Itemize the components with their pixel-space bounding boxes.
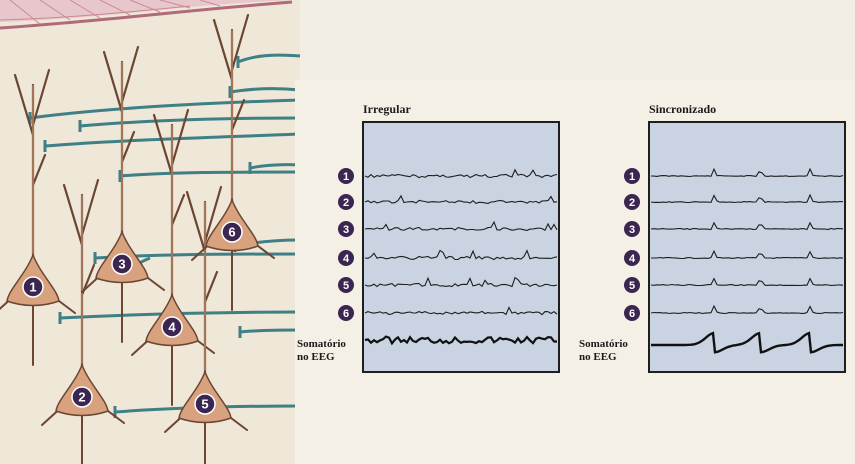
axon-fiber	[237, 53, 301, 64]
neuron-number-badge	[111, 253, 133, 275]
eeg-trace-irregular	[364, 249, 558, 261]
neuron-number: 3	[118, 257, 125, 272]
eeg-trace-synchronized	[650, 221, 844, 231]
pyramidal-neuron: 3	[81, 45, 165, 343]
trace-number-badge	[338, 250, 354, 266]
right-summary-label-line2: no EEG	[579, 351, 617, 363]
trace-number: 3	[343, 224, 349, 236]
neuron-number: 4	[168, 320, 176, 335]
eeg-sum-trace-synchronized	[651, 331, 843, 354]
eeg-trace-irregular	[364, 194, 558, 205]
pyramidal-neuron: 1	[0, 68, 76, 366]
trace-number: 2	[629, 197, 635, 209]
left-panel-trace-numbers: 1 2 3 4 5 6	[338, 168, 354, 321]
trace-number-badge	[338, 168, 354, 184]
left-panel-frame	[362, 121, 560, 373]
eeg-sum-trace-irregular	[364, 335, 558, 346]
pyramidal-neuron: 4	[131, 108, 215, 406]
neuron-number-badge	[71, 386, 93, 408]
trace-number-badge	[624, 305, 640, 321]
eeg-trace-irregular	[364, 276, 558, 288]
eeg-trace-synchronized	[650, 304, 844, 315]
neuron-number-badge	[22, 276, 44, 298]
trace-number-badge	[338, 221, 354, 237]
right-panel-traces	[650, 167, 844, 354]
pyramidal-neuron: 2	[41, 178, 125, 464]
left-panel-traces	[364, 168, 558, 346]
trace-number-badge	[624, 250, 640, 266]
axon-fiber	[29, 98, 301, 120]
neuron-number: 5	[201, 397, 208, 412]
left-summary-label-line1: Somatório	[297, 338, 346, 350]
eeg-trace-irregular	[364, 220, 558, 231]
trace-number: 6	[629, 308, 635, 320]
trace-number: 5	[343, 280, 349, 292]
eeg-trace-synchronized	[651, 249, 844, 260]
trace-number-badge	[338, 194, 354, 210]
right-summary-label-line1: Somatório	[579, 338, 628, 350]
right-panel-trace-numbers: 1 2 3 4 5 6	[624, 168, 640, 321]
trace-number: 5	[629, 280, 635, 292]
trace-number: 4	[343, 253, 350, 265]
axon-fiber	[229, 87, 301, 94]
left-panel-title: Irregular	[363, 102, 411, 116]
axon-fiber	[44, 132, 301, 148]
neuron-number: 1	[29, 280, 36, 295]
eeg-trace-irregular	[364, 168, 558, 179]
trace-number: 2	[343, 197, 349, 209]
trace-number: 3	[629, 224, 635, 236]
trace-number: 6	[343, 308, 349, 320]
trace-number-badge	[624, 168, 640, 184]
trace-number-badge	[624, 194, 640, 210]
trace-number: 1	[343, 171, 349, 183]
neuron-number-badge	[221, 221, 243, 243]
trace-number-badge	[338, 305, 354, 321]
eeg-trace-synchronized	[650, 277, 844, 287]
trace-number-badge	[624, 221, 640, 237]
eeg-trace-synchronized	[650, 167, 844, 178]
left-summary-label-line2: no EEG	[297, 351, 335, 363]
trace-number-badge	[624, 277, 640, 293]
trace-number-badge	[338, 277, 354, 293]
neuron-illustration-background	[0, 0, 300, 464]
axon-fiber	[119, 170, 301, 178]
neuron-number: 2	[78, 390, 85, 405]
trace-number: 4	[629, 253, 636, 265]
neuron-number: 6	[228, 225, 235, 240]
neuron-number-badge	[194, 393, 216, 415]
eeg-trace-synchronized	[650, 193, 844, 204]
trace-number: 1	[629, 171, 635, 183]
pyramidal-neuron: 6	[191, 13, 275, 311]
neuron-number-badge	[161, 316, 183, 338]
eeg-trace-irregular	[364, 306, 558, 316]
right-panel-title: Sincronizado	[649, 102, 716, 116]
pyramidal-neuron: 5	[164, 185, 248, 464]
pyramidal-neurons: 1 2 3 4 5 6	[0, 13, 275, 464]
surface-membrane	[0, 0, 293, 30]
right-panel-frame	[648, 121, 846, 373]
